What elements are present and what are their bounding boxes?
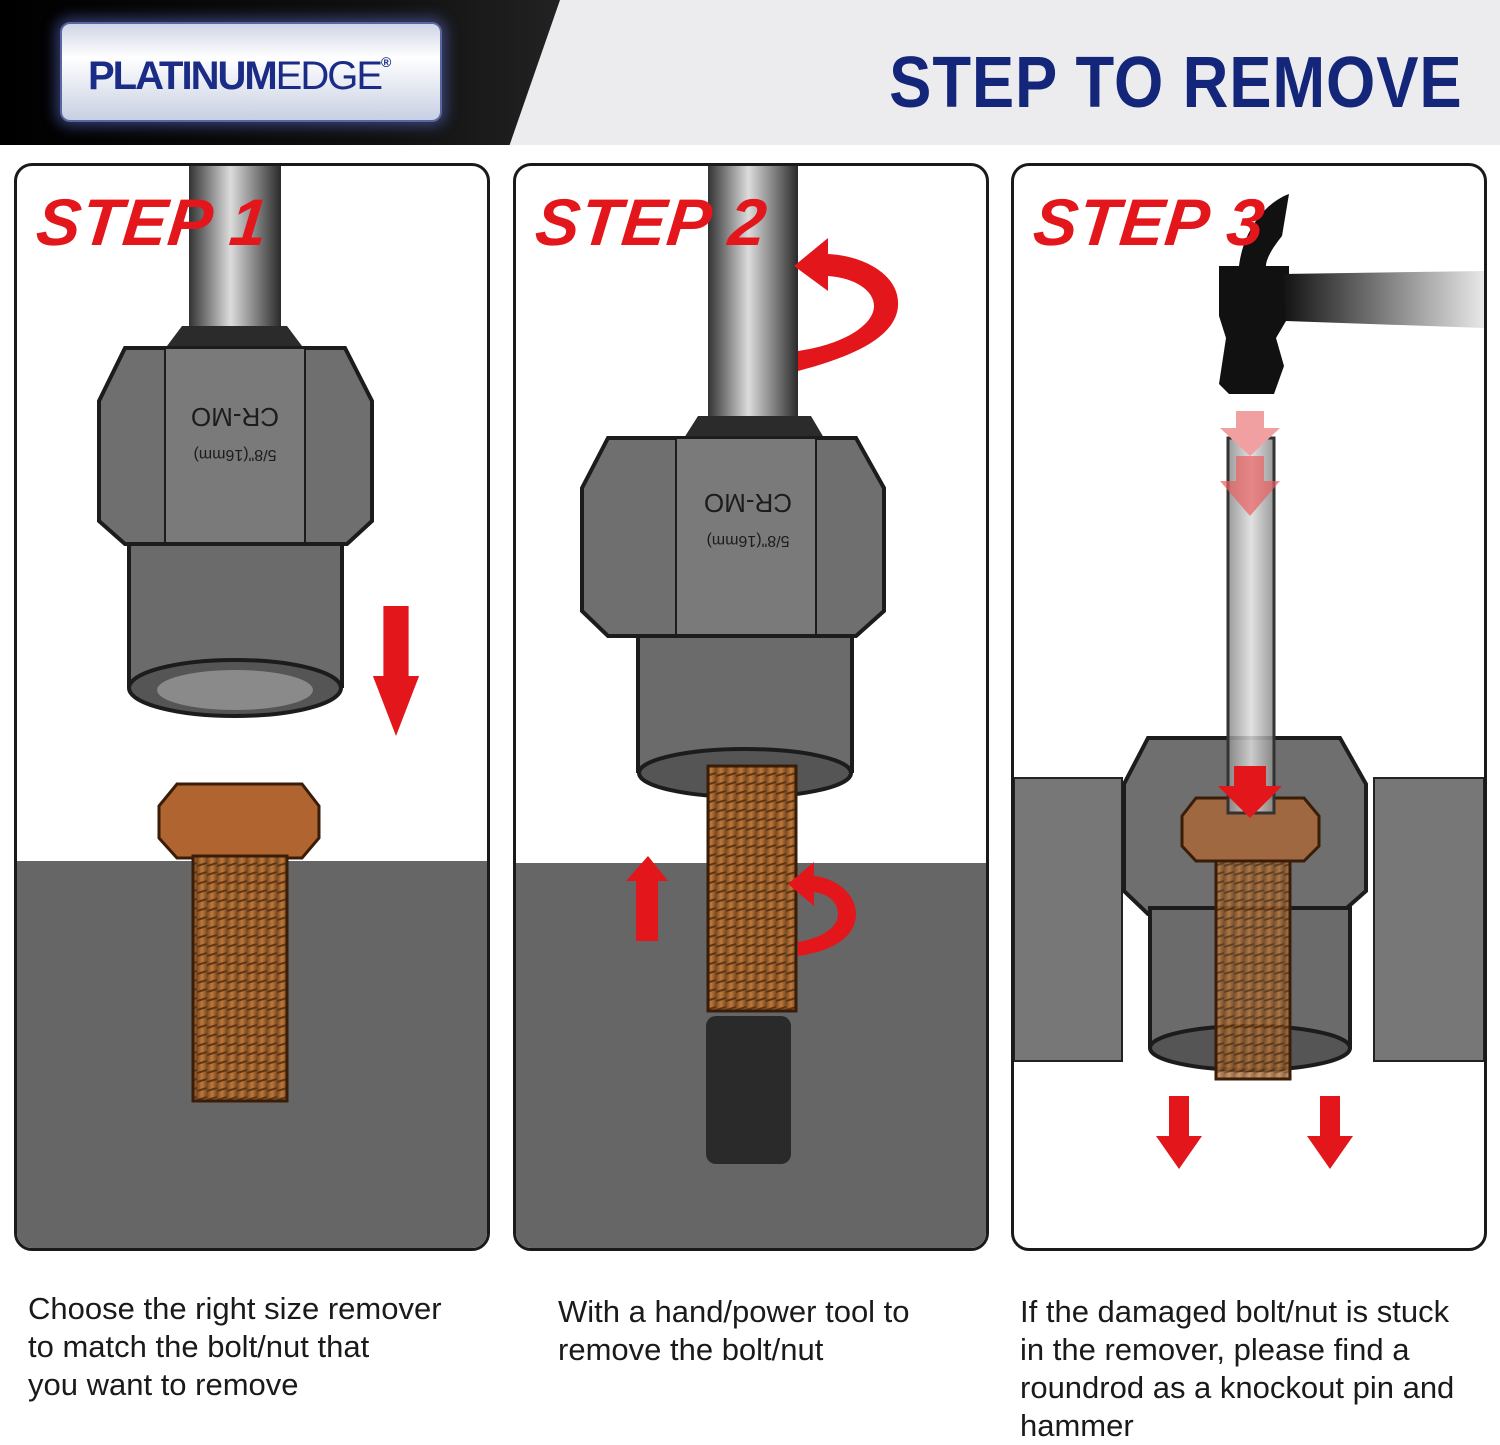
step-3-caption: If the damaged bolt/nut is stuck in the …: [1020, 1293, 1454, 1445]
tool-shaft: [708, 166, 798, 421]
rusty-bolt-shank: [1214, 859, 1292, 1081]
up-arrow-icon: [626, 856, 668, 941]
step-3-illustration: [1014, 194, 1484, 1169]
socket-marking-2: CR-MO: [704, 488, 792, 518]
caption-line: With a hand/power tool to: [558, 1294, 910, 1329]
page-title: STEP TO REMOVE: [888, 43, 1462, 123]
caption-line: roundrod as a knockout pin and: [1020, 1370, 1455, 1405]
down-arrow-right-icon: [1307, 1096, 1353, 1169]
tool-shaft: [189, 166, 281, 336]
hammer-handle: [1282, 271, 1484, 328]
brand-logo: PLATINUMEDGE®: [60, 22, 442, 122]
step-3-panel: STEP 3: [1011, 163, 1487, 1251]
header-banner: PLATINUMEDGE® STEP TO REMOVE: [0, 0, 1500, 145]
socket-size-2: 5/8"(16mm): [706, 532, 789, 549]
registered-mark: ®: [381, 54, 391, 70]
step-3-label: STEP 3: [1030, 185, 1269, 259]
brand-name-light: EDGE: [275, 54, 383, 98]
step-1-illustration: CR-MO 5/8"(16mm): [17, 166, 487, 1248]
hit-arrow-mid-icon: [1220, 456, 1280, 516]
caption-line: Choose the right size remover: [28, 1291, 442, 1326]
socket-size-1: 5/8"(16mm): [193, 446, 276, 463]
rotate-arrow-icon: [794, 238, 899, 371]
down-arrow-left-icon: [1156, 1096, 1202, 1169]
rusty-bolt-head: [157, 782, 321, 860]
brand-name-bold: PLATINUM: [88, 54, 278, 98]
step-1-label: STEP 1: [33, 185, 272, 259]
hit-arrow-faint-icon: [1220, 411, 1280, 456]
step-2-caption: With a hand/power tool to remove the bol…: [558, 1293, 910, 1369]
rusty-bolt-shank: [191, 854, 289, 1103]
hammer-head-icon: [1219, 266, 1289, 394]
threaded-hole: [706, 1016, 791, 1164]
step-2-panel: STEP 2 CR-MO 5/8"(16mm): [513, 163, 989, 1251]
step-1-panel: STEP 1 CR-MO 5/8"(16mm): [14, 163, 490, 1251]
hit-arrow-icon: [1218, 766, 1282, 818]
step-2-illustration: CR-MO 5/8"(16mm): [516, 166, 986, 1248]
caption-line: in the remover, please find a: [1020, 1332, 1410, 1367]
caption-line: remove the bolt/nut: [558, 1332, 824, 1367]
rotate-arrow-small-icon: [788, 862, 856, 956]
brand-logo-text: PLATINUMEDGE®: [88, 54, 391, 99]
hammer-claw: [1239, 194, 1289, 266]
step-1-caption: Choose the right size remover to match t…: [28, 1290, 442, 1404]
support-block-right: [1373, 777, 1484, 1062]
caption-line: hammer: [1020, 1408, 1134, 1443]
socket-marking-1: CR-MO: [191, 402, 279, 432]
step-2-label: STEP 2: [532, 185, 771, 259]
caption-line: If the damaged bolt/nut is stuck: [1020, 1294, 1450, 1329]
support-block-left: [1014, 777, 1123, 1062]
caption-line: to match the bolt/nut that: [28, 1329, 370, 1364]
rusty-bolt-shank: [706, 764, 798, 1013]
caption-line: you want to remove: [28, 1367, 299, 1402]
down-arrow-icon: [372, 606, 420, 736]
